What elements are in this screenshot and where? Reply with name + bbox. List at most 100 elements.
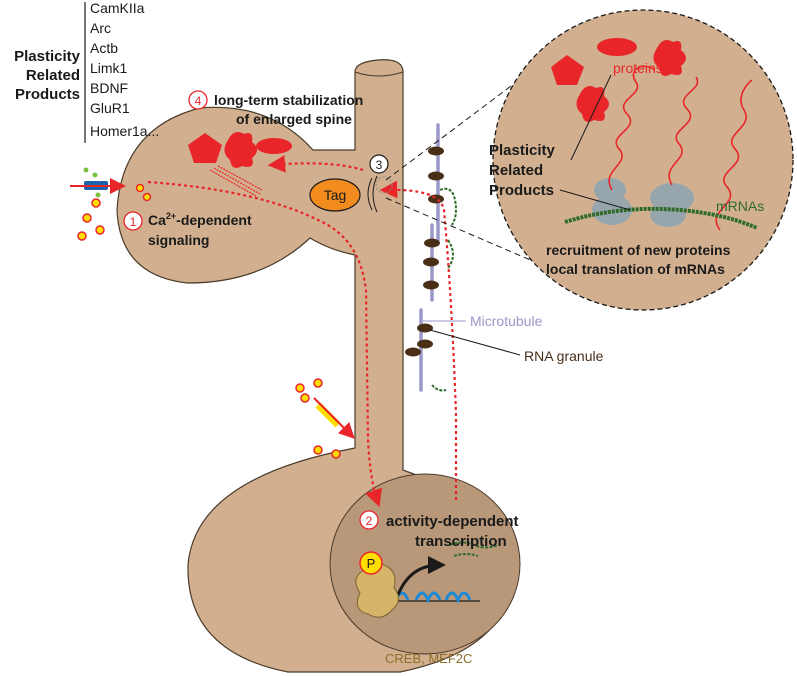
- rna-granules: [405, 146, 444, 357]
- rna-granule: [423, 257, 439, 267]
- step-1-line2: signaling: [148, 232, 209, 248]
- tag-arc: [372, 175, 378, 213]
- proteins-leader: [570, 74, 612, 161]
- list-item: BDNF: [90, 80, 128, 96]
- signaling-paths: [147, 155, 458, 508]
- rna-granule: [424, 238, 440, 248]
- protein-blob: [224, 132, 257, 168]
- step-2-line2: transcription: [415, 533, 507, 550]
- channel-arrow: [313, 397, 355, 439]
- rna-granule: [417, 339, 433, 349]
- step-1-badge: [123, 211, 143, 231]
- step-1-rest: -dependent: [176, 212, 252, 228]
- step-1: 1 Ca2+-dependent signaling: [123, 211, 252, 248]
- rna-granule: [428, 146, 444, 156]
- rna-granule: [405, 347, 421, 357]
- inset-prp-1: Plasticity: [489, 142, 556, 159]
- inset-protein-blob-2: [576, 86, 609, 122]
- ion: [83, 167, 89, 173]
- spine-contents: [188, 132, 292, 197]
- prp-leader: [559, 189, 631, 211]
- nucleus-contents: P CREB, MEF2C: [355, 551, 480, 666]
- list-item: Arc: [90, 20, 111, 36]
- mrna-strand: [431, 384, 447, 392]
- tag-arc: [367, 177, 373, 211]
- step-2-badge: [359, 510, 379, 530]
- step-1-sup: 2+: [166, 211, 176, 221]
- path-nucleus-to-tag: [379, 180, 458, 500]
- step-1-number: 1: [130, 215, 137, 229]
- ion: [295, 383, 305, 393]
- step-1-line1: Ca2+-dependent: [148, 211, 252, 228]
- step-4: 4 long-term stabilization of enlarged sp…: [188, 90, 363, 127]
- protein-pentagon: [188, 133, 222, 163]
- step-1-ca: Ca: [148, 212, 166, 228]
- ion: [313, 445, 323, 455]
- step-4-line2: of enlarged spine: [236, 111, 352, 127]
- ion: [92, 172, 98, 178]
- inset-protein-blob: [653, 40, 686, 76]
- ion: [95, 225, 105, 235]
- ion: [313, 378, 323, 388]
- neuron-cell: [116, 59, 521, 673]
- peptide-coil: [668, 76, 699, 186]
- mrna-strand: [453, 553, 479, 557]
- inset-prp-3: Products: [489, 182, 554, 199]
- soma-channel: [295, 378, 355, 459]
- inset-view: proteins mRNAs Plasticity Related Produc…: [489, 9, 794, 311]
- ion: [95, 192, 101, 198]
- plasticity-list: Plasticity Related Products CamKIIa Arc …: [14, 0, 159, 143]
- list-item: Homer1a...: [90, 123, 159, 139]
- zoom-line-top: [385, 82, 516, 181]
- tag-ellipse: [309, 178, 361, 212]
- synaptic-tag: Tag: [309, 175, 393, 213]
- protein-oval: [256, 138, 292, 154]
- tag-label: Tag: [324, 187, 347, 203]
- list-item: Limk1: [90, 60, 128, 76]
- dendrite-top-cap: [354, 71, 404, 77]
- inset-recruit: recruitment of new proteins: [546, 242, 731, 258]
- rna-granule: [417, 323, 433, 333]
- ion: [142, 192, 152, 202]
- transcription-arrow: [396, 556, 446, 596]
- ca-channel: [70, 167, 152, 241]
- phospho-label: P: [367, 556, 376, 571]
- ribosome: [650, 203, 686, 227]
- list-heading-1: Plasticity: [14, 48, 81, 65]
- callouts: Microtubule RNA granule: [423, 313, 604, 364]
- ion: [300, 393, 310, 403]
- zoom-line-bottom: [385, 197, 536, 263]
- ion: [135, 183, 145, 193]
- inset-prp-2: Related: [489, 162, 543, 179]
- peptide-coil: [715, 79, 753, 231]
- inset-protein-pentagon: [551, 55, 584, 85]
- microtubules: [419, 123, 440, 392]
- list-item: Actb: [90, 40, 118, 56]
- microtubule-label: Microtubule: [470, 313, 543, 329]
- inset-local: local translation of mRNAs: [546, 261, 725, 277]
- step-2-number: 2: [366, 514, 373, 528]
- step-3: 3: [369, 154, 389, 174]
- mrna-strand: [439, 187, 457, 226]
- list-heading-3: Products: [15, 86, 80, 103]
- rna-granule: [428, 171, 444, 181]
- path-tag-to-spine: [267, 155, 364, 173]
- phospho-badge: [359, 551, 383, 575]
- step-4-line1: long-term stabilization: [214, 92, 363, 108]
- inset-mrnas-label: mRNAs: [716, 198, 764, 214]
- step-3-badge: [369, 154, 389, 174]
- step-3-number: 3: [376, 158, 383, 172]
- inset-mrna: [564, 206, 758, 230]
- ion: [91, 198, 101, 208]
- ribosome: [594, 178, 626, 202]
- tag-focus: [375, 176, 393, 194]
- step-4-number: 4: [195, 94, 202, 108]
- step-4-badge: [188, 90, 208, 110]
- list-item: GluR1: [90, 100, 130, 116]
- list-heading-2: Related: [26, 67, 80, 84]
- inset-protein-oval: [597, 38, 637, 56]
- rna-granule: [423, 280, 439, 290]
- rna-granule: [428, 194, 444, 204]
